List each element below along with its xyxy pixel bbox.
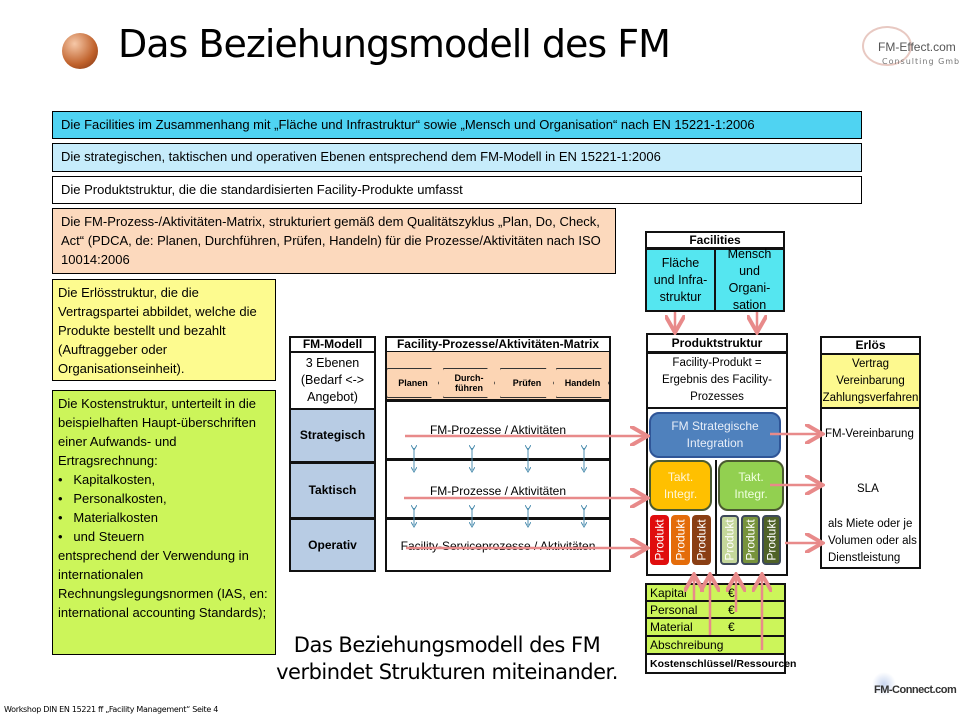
step-handeln: Handeln [556,368,609,398]
fm-model-header: FM-Modell [289,336,376,353]
bullet-item: • Materialkosten [58,510,158,525]
product-orange: Produkt [671,515,690,565]
revenue-fm-vereinbarung: FM-Vereinbarung [825,428,914,440]
product-dark-olive: Produkt [762,515,781,565]
bullet-item: • Personalkosten, [58,491,167,506]
facility-flaeche: Fläche und Infra-struktur [645,248,716,312]
cost-structure-box: Die Kostenstruktur, unterteilt in die be… [52,390,276,655]
revenue-structure-box: Die Erlösstruktur, die die Vertragsparte… [52,279,276,381]
facilities-description-box: Die Facilities im Zusammenhang mit „Fläc… [52,111,862,139]
cost-footer: Kostenschlüssel/Ressourcen [645,653,796,674]
product-brown: Produkt [692,515,711,565]
product-red: Produkt [650,515,669,565]
tactical-integration-green: Takt. Integr. [718,460,784,511]
tactical-integration-orange: Takt. Integr. [649,460,712,511]
product-structure-box: Die Produktstruktur, die die standardisi… [52,176,862,204]
process-matrix-box: Die FM-Prozess-/Aktivitäten-Matrix, stru… [52,208,616,274]
product-divider [715,460,717,575]
step-planen: Planen [387,368,439,398]
title-bullet-icon [62,33,98,69]
product-pale-green: Produkt [720,515,739,565]
revenue-billing: als Miete oder je Volumen oder als Diens… [828,518,917,564]
cost-row-material: Material€ [645,617,786,637]
facility-mensch: Mensch und Organi-sation [714,247,785,312]
fm-model-subtitle: 3 Ebenen (Bedarf <-> Angebot) [289,352,376,408]
levels-description-box: Die strategischen, taktischen und operat… [52,143,862,172]
caption: Das Beziehungsmodell des FM verbindet St… [276,633,618,684]
bullet-item: • und Steuern [58,529,145,544]
revenue-sla: SLA [857,483,879,495]
matrix-row-operativ: Facility-Serviceprozesse / Aktivitäten [385,518,611,572]
product-definition: Facility-Produkt = Ergebnis des Facility… [646,352,788,409]
footer-text: Workshop DIN EN 15221 ff „Facility Manag… [4,705,219,714]
level-operativ: Operativ [289,518,376,572]
fm-effect-logo: FM-Effect.com Consulting GmbH [860,26,960,76]
bullet-item: • Kapitalkosten, [58,472,156,487]
product-olive: Produkt [741,515,760,565]
revenue-contract: Vertrag Vereinbarung Zahlungsverfahren [820,353,921,409]
page-title: Das Beziehungsmodell des FM [118,22,671,66]
step-durchfuehren: Durch-führen [443,368,495,398]
fm-connect-logo: FM-Connect.com [868,670,958,715]
